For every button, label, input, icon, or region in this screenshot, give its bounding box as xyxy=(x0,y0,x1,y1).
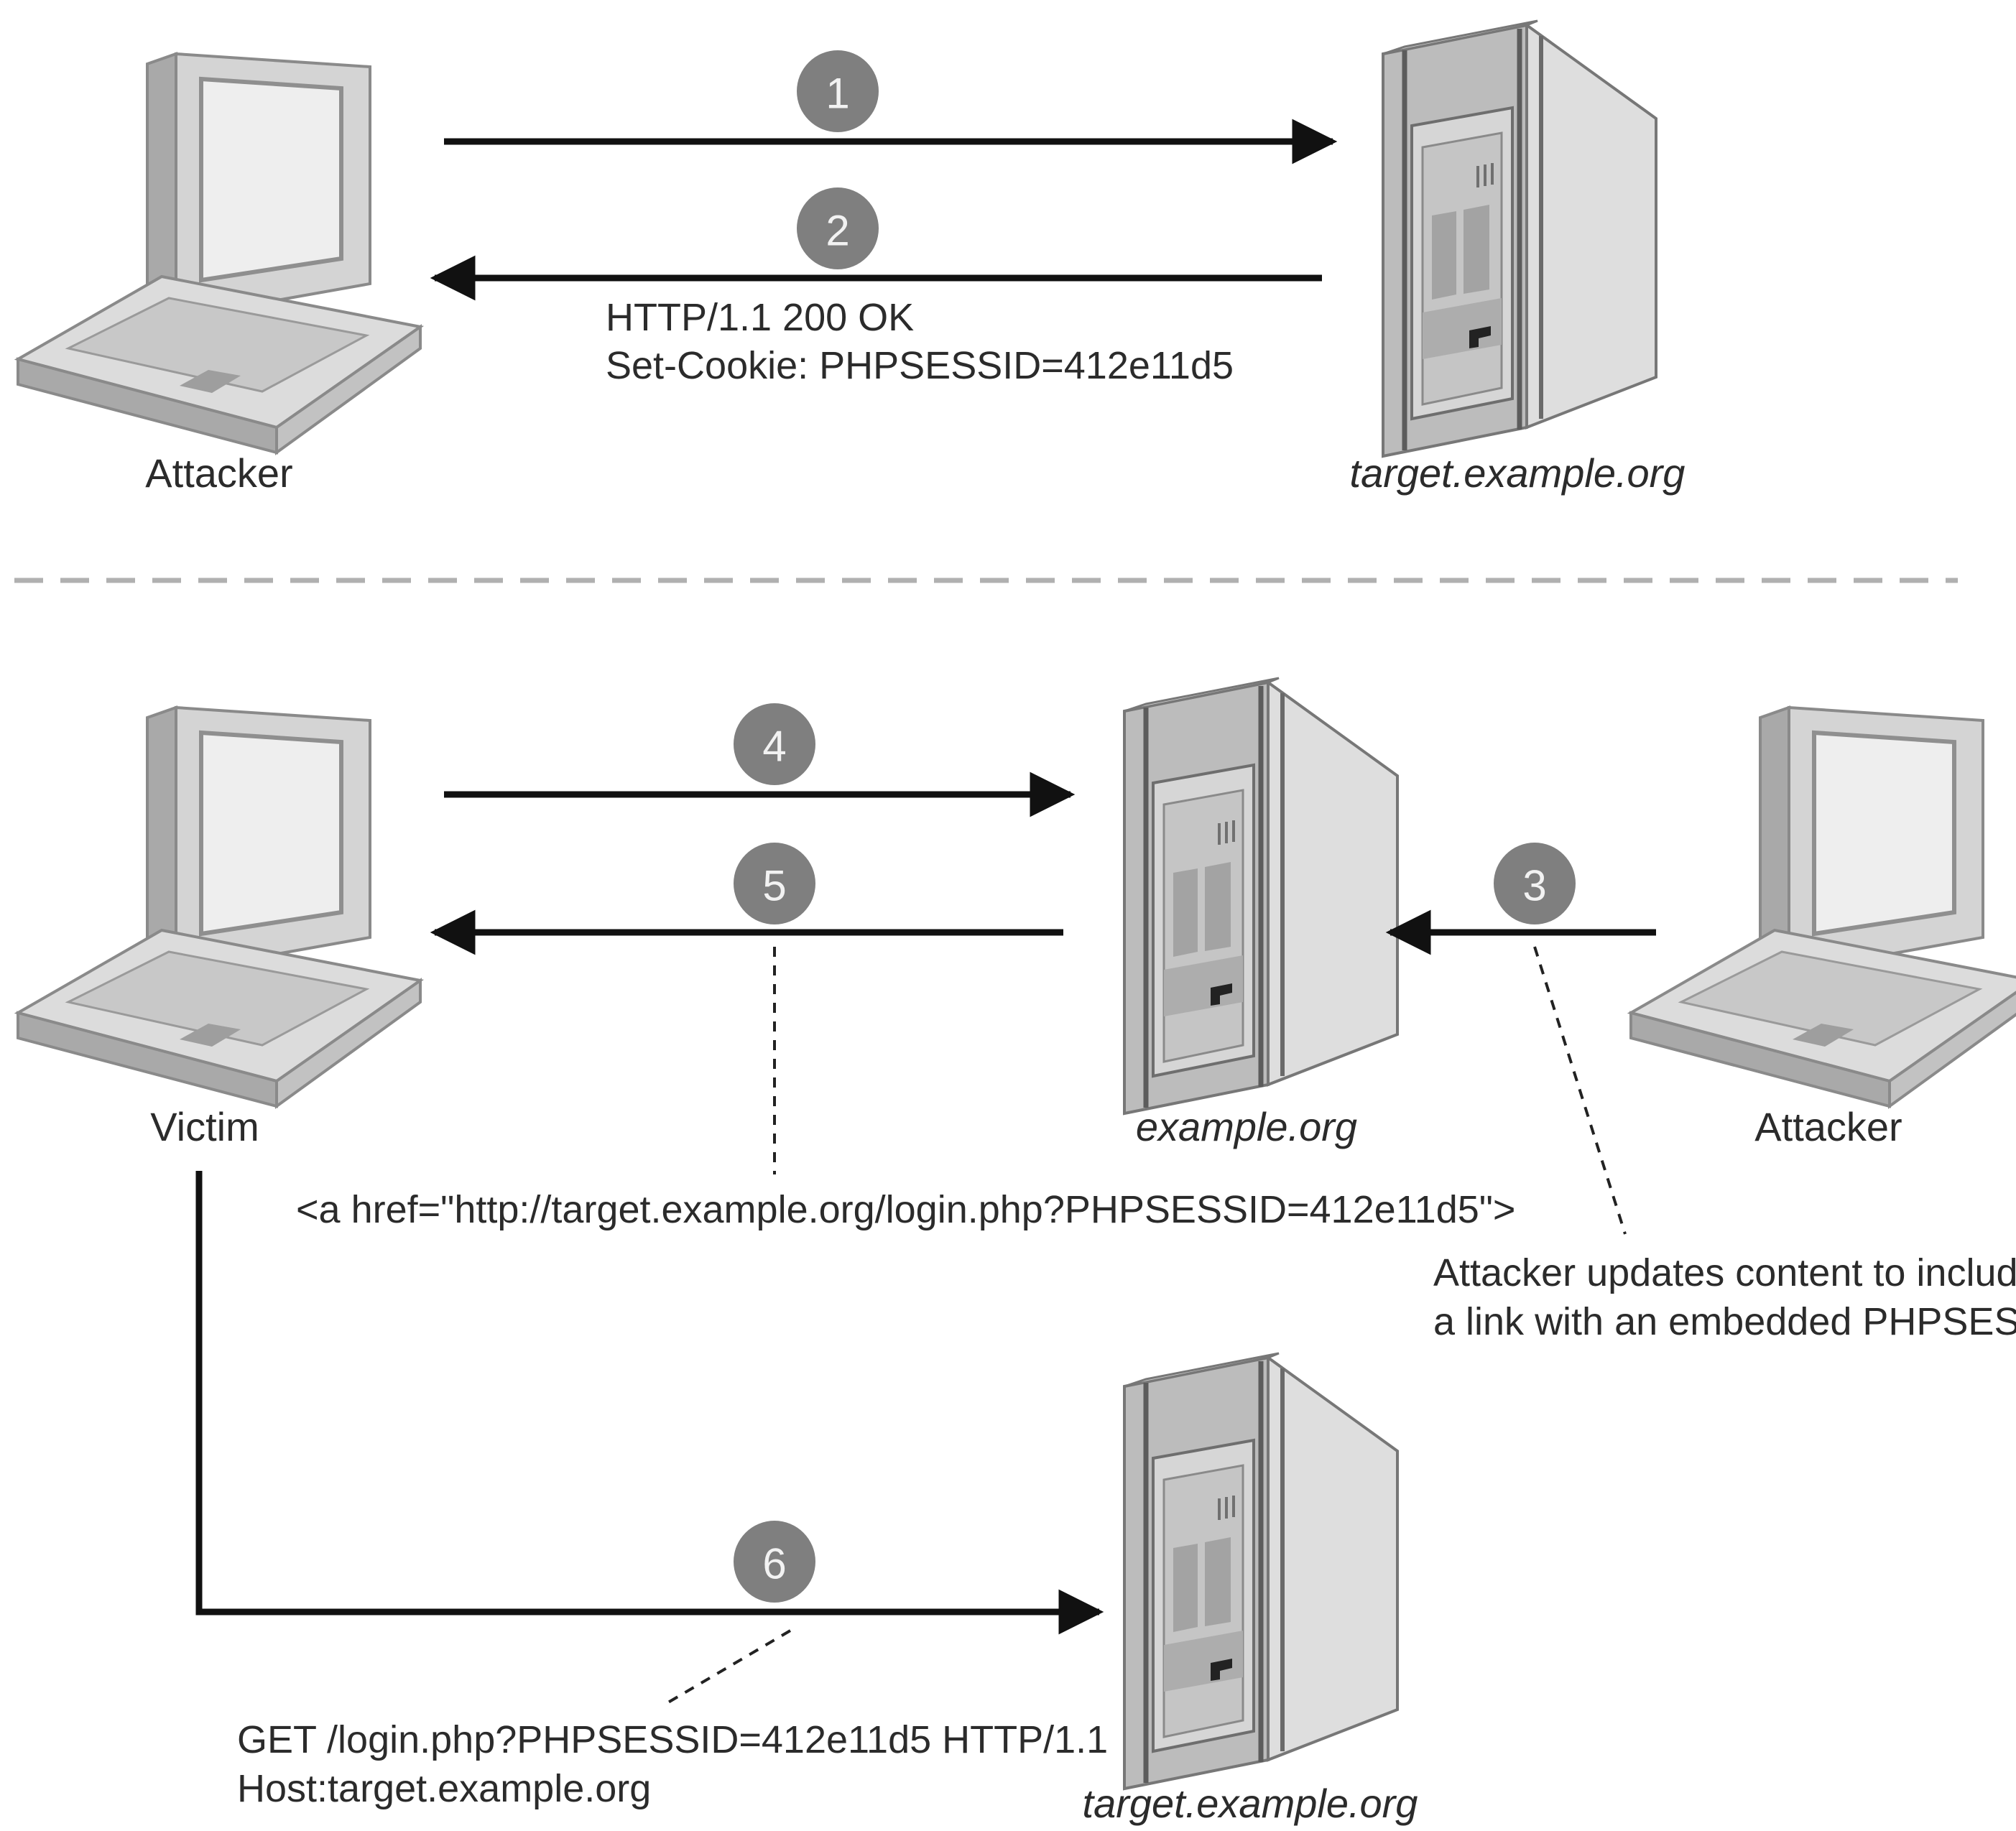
request-line-2: Host:target.example.org xyxy=(237,1767,651,1810)
svg-text:2: 2 xyxy=(826,207,849,255)
request-callout-line xyxy=(667,1629,792,1704)
svg-text:1: 1 xyxy=(826,70,849,118)
link-html-text: <a href="http://target.example.org/login… xyxy=(296,1188,1515,1231)
response-line-1: HTTP/1.1 200 OK xyxy=(606,296,914,339)
step-6-badge: 6 xyxy=(734,1521,815,1603)
target-top-label: target.example.org xyxy=(1350,450,1686,496)
step-2-badge: 2 xyxy=(797,187,879,269)
attacker-note-line-1: Attacker updates content to include xyxy=(1433,1251,2016,1294)
svg-text:3: 3 xyxy=(1522,862,1546,910)
attacker-mid-laptop-icon xyxy=(1631,708,2016,1106)
attacker-note-line-2: a link with an embedded PHPSESSID xyxy=(1433,1300,2016,1343)
attacker-laptop-icon xyxy=(18,54,420,453)
step-3-badge: 3 xyxy=(1494,843,1576,924)
attacker-top-label: Attacker xyxy=(145,450,292,496)
attacker-mid-label: Attacker xyxy=(1754,1104,1902,1149)
response-line-2: Set-Cookie: PHPSESSID=412e11d5 xyxy=(606,344,1234,387)
step-5-badge: 5 xyxy=(734,843,815,924)
target-bottom-label: target.example.org xyxy=(1083,1781,1418,1826)
step-1-badge: 1 xyxy=(797,50,879,132)
request-line-1: GET /login.php?PHPSESSID=412e11d5 HTTP/1… xyxy=(237,1718,1108,1761)
svg-text:6: 6 xyxy=(762,1540,786,1588)
svg-text:4: 4 xyxy=(762,723,786,771)
step-4-badge: 4 xyxy=(734,703,815,785)
attacker-note-callout-line xyxy=(1533,946,1627,1235)
example-org-server-icon xyxy=(1124,678,1397,1113)
arrow-step-6 xyxy=(195,1171,1104,1635)
svg-text:5: 5 xyxy=(762,862,786,910)
victim-laptop-icon xyxy=(18,708,420,1106)
victim-label: Victim xyxy=(150,1104,259,1149)
example-org-label: example.org xyxy=(1136,1104,1357,1149)
target-bottom-server-icon xyxy=(1124,1353,1397,1789)
target-server-icon xyxy=(1383,21,1656,456)
